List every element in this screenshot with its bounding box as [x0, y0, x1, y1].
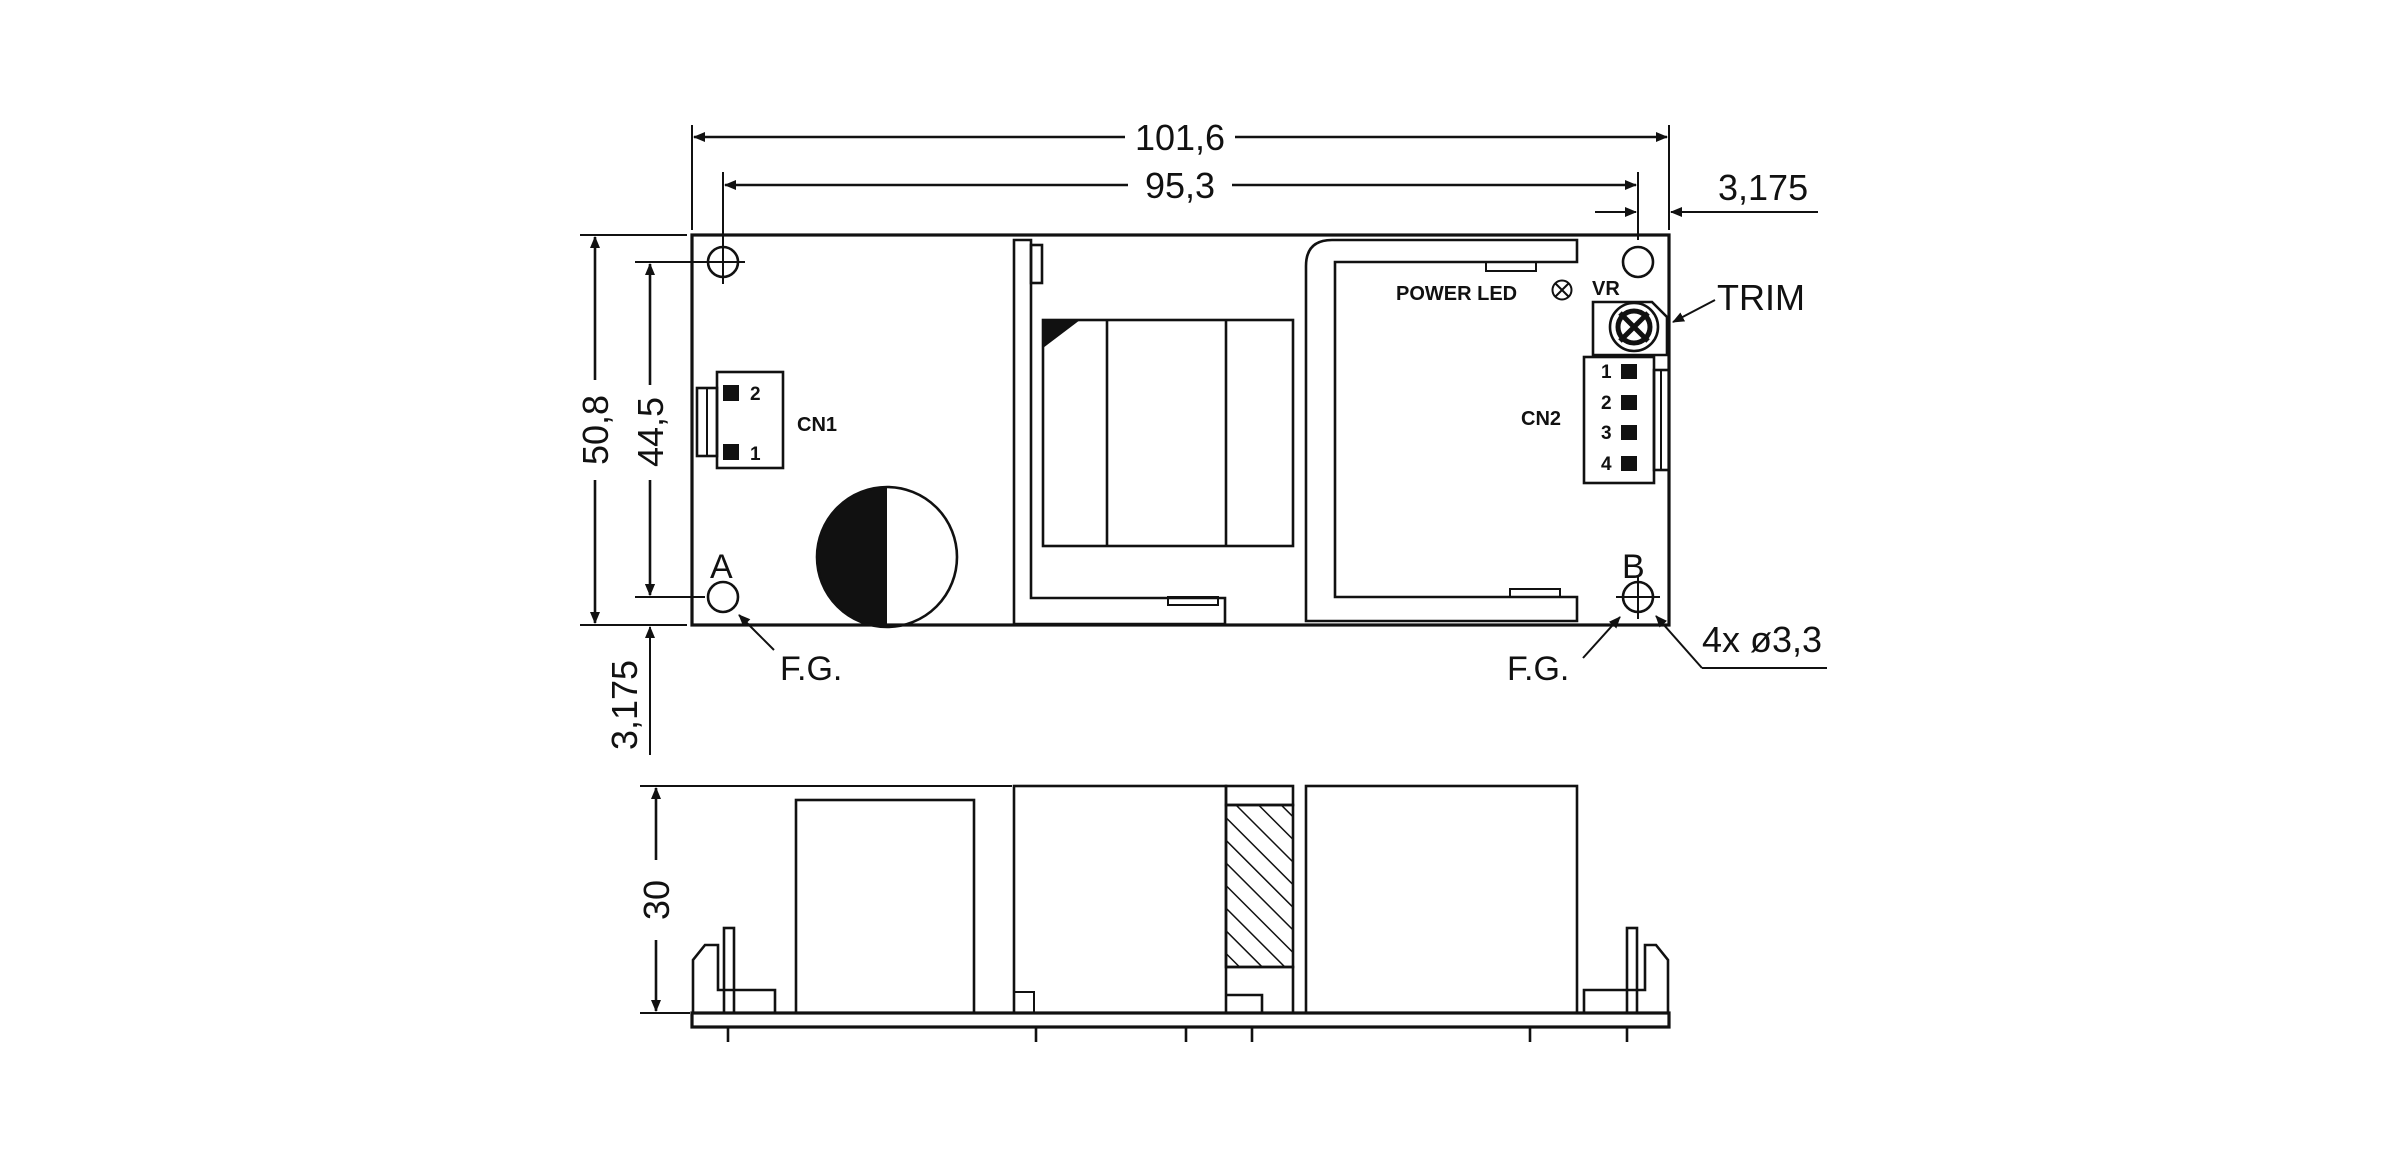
dim-component-height: 30: [636, 880, 677, 920]
cn2-pin-1: 1: [1601, 362, 1612, 383]
cn1-connector: 2 1: [695, 370, 785, 470]
side-connector-right: [1582, 926, 1670, 1015]
fg-right-leader: [1582, 616, 1621, 659]
side-pcb: [690, 1011, 1671, 1029]
side-capacitor: [794, 798, 976, 1015]
cn1-pin-1: 1: [750, 444, 761, 465]
trim-potentiometer: [1591, 300, 1669, 357]
transformer: [1041, 318, 1295, 548]
mounting-hole-b: [1616, 575, 1660, 619]
fg-right-label: F.G.: [1507, 650, 1569, 688]
trim-leader: [1672, 299, 1716, 323]
side-hatched-component: [1224, 784, 1295, 1015]
dim-edge-offset-right: 3,175: [1718, 167, 1808, 208]
cn2-connector: 1 2 3 4: [1582, 355, 1671, 485]
power-led-label: POWER LED: [1396, 283, 1517, 305]
mounting-hole-top-right: [1621, 245, 1655, 279]
hole-a-label: A: [710, 548, 733, 586]
power-led-icon: [1551, 279, 1573, 301]
capacitor: [815, 485, 959, 629]
mounting-hole-a: [706, 580, 740, 614]
dim-overall-width: 101,6: [1135, 117, 1225, 158]
holes-label: 4x ø3,3: [1702, 619, 1822, 660]
cn2-pin-3: 3: [1601, 423, 1612, 444]
trim-label: TRIM: [1717, 277, 1805, 318]
side-transformer: [1012, 784, 1228, 1015]
cn1-pin-2: 2: [750, 384, 761, 405]
mounting-hole-top-left: [701, 240, 745, 284]
fg-left-leader: [738, 614, 775, 651]
fg-left-label: F.G.: [780, 650, 842, 688]
side-view: 30: [636, 784, 1671, 1042]
hole-b-label: B: [1622, 548, 1645, 586]
cn2-label: CN2: [1521, 408, 1561, 430]
heatsink-right: [1304, 238, 1579, 623]
dim-hole-spacing-height: 44,5: [630, 397, 671, 467]
dimensions-top: 101,6 95,3 3,175 50,8 44,5 3,175: [575, 117, 1818, 755]
vr-label: VR: [1592, 278, 1620, 300]
holes-leader-diagonal: [1655, 615, 1703, 669]
dim-overall-height: 50,8: [575, 395, 616, 465]
heatsink-left: [1012, 238, 1227, 626]
side-heatsink-right: [1304, 784, 1579, 1015]
dim-hole-spacing-width: 95,3: [1145, 165, 1215, 206]
cn1-label: CN1: [797, 414, 837, 436]
cn2-pin-4: 4: [1601, 454, 1612, 475]
dim-edge-offset-bottom: 3,175: [604, 660, 645, 750]
side-connector-left: [691, 926, 777, 1015]
top-view: A B 2 1 CN1: [690, 233, 1827, 688]
cn2-pin-2: 2: [1601, 393, 1612, 414]
